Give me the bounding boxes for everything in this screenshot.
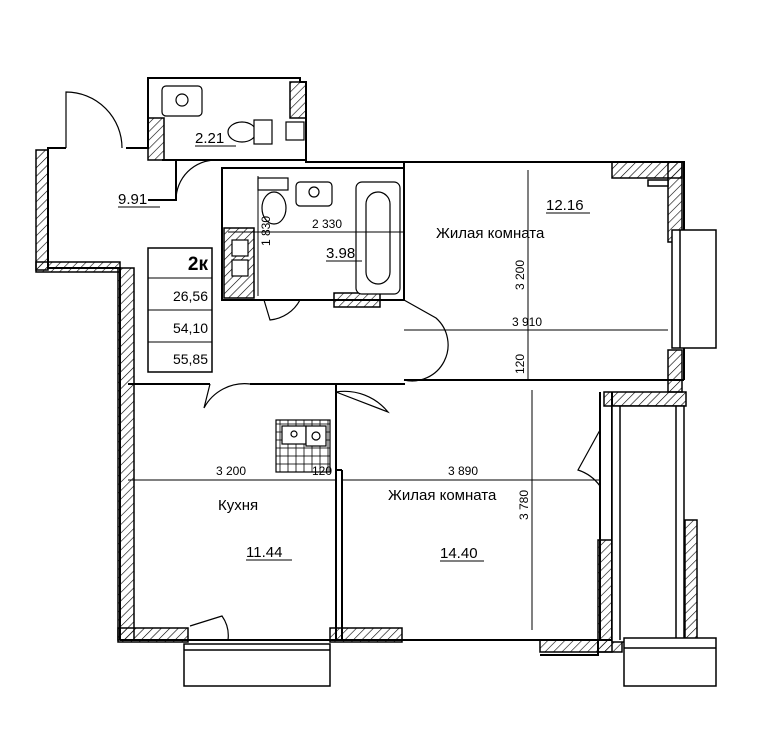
wall-lines [47, 77, 685, 656]
bedroom-area: 12.16 [546, 197, 584, 214]
exterior-walls [35, 81, 698, 653]
kitchen-label: Кухня [218, 497, 258, 514]
dimension-labels: 2 330 1 830 3 200 3 910 120 3 200 120 3 … [216, 216, 542, 520]
partition-dim: 120 [312, 464, 332, 478]
hall-area: 9.91 [118, 191, 147, 208]
bedroom-width-dim: 3 910 [512, 315, 542, 329]
living-room-area: 14.40 [440, 545, 478, 562]
bath-area: 3.98 [326, 245, 355, 262]
bath-width-dim: 2 330 [312, 217, 342, 231]
info-box: 2к 26,56 54,10 55,85 [147, 247, 213, 373]
living-area-value: 26,56 [173, 288, 208, 304]
bedroom-height-dim: 3 200 [513, 260, 527, 290]
wc-area: 2.21 [195, 130, 224, 147]
windows [183, 179, 717, 687]
bath-height-dim: 1 830 [259, 216, 273, 246]
sanitary-fixtures [161, 85, 401, 473]
dimension-lines [128, 170, 668, 630]
room-labels: 9.91 2.21 3.98 Жилая комната 12.16 Жилая… [118, 130, 590, 562]
wall-thickness-dim: 120 [513, 354, 527, 374]
living-height-dim: 3 780 [517, 490, 531, 520]
total-area-value: 54,10 [173, 320, 208, 336]
bedroom-label: Жилая комната [436, 225, 545, 242]
living-room-label: Жилая комната [388, 487, 497, 504]
apartment-type: 2к [188, 254, 209, 275]
door-swings [65, 91, 601, 641]
area-with-balcony-value: 55,85 [173, 351, 208, 367]
kitchen-width-dim: 3 200 [216, 464, 246, 478]
kitchen-area: 11.44 [246, 544, 282, 561]
living-width-dim: 3 890 [448, 464, 478, 478]
